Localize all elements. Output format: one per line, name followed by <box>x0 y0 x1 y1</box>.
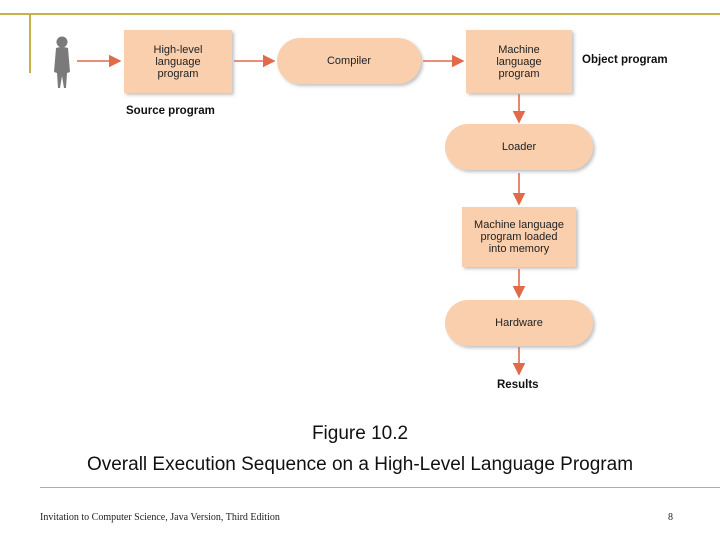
object-program-label: Object program <box>582 54 668 66</box>
program-in-memory-box <box>462 207 576 267</box>
loader-box <box>445 124 593 170</box>
compiler-box <box>277 38 421 84</box>
hardware-box <box>445 300 593 346</box>
source-program-label: Source program <box>126 105 215 117</box>
person-icon <box>54 36 70 88</box>
frame-bottom-line <box>40 487 720 488</box>
figure-panel: High-level language program Compiler Mac… <box>40 20 698 405</box>
results-label: Results <box>497 379 539 391</box>
frame-top-line <box>0 13 720 15</box>
program-in-memory-label: Machine language program loaded into mem… <box>474 219 564 255</box>
hardware-label: Hardware <box>495 317 543 329</box>
footer-text: Invitation to Computer Science, Java Ver… <box>40 512 280 523</box>
figure-caption-title: Overall Execution Sequence on a High-Lev… <box>86 454 634 475</box>
figure-caption-number: Figure 10.2 <box>311 423 409 444</box>
page-number: 8 <box>668 512 673 523</box>
compiler-label: Compiler <box>326 55 371 67</box>
high-level-program-label: High-level language program <box>153 43 203 80</box>
frame-left-line <box>29 13 31 73</box>
high-level-program-box <box>124 30 232 93</box>
diagram-svg <box>54 30 593 376</box>
machine-program-box <box>466 30 572 93</box>
loader-label: Loader <box>501 141 537 153</box>
machine-program-label: Machine language program <box>496 43 542 80</box>
